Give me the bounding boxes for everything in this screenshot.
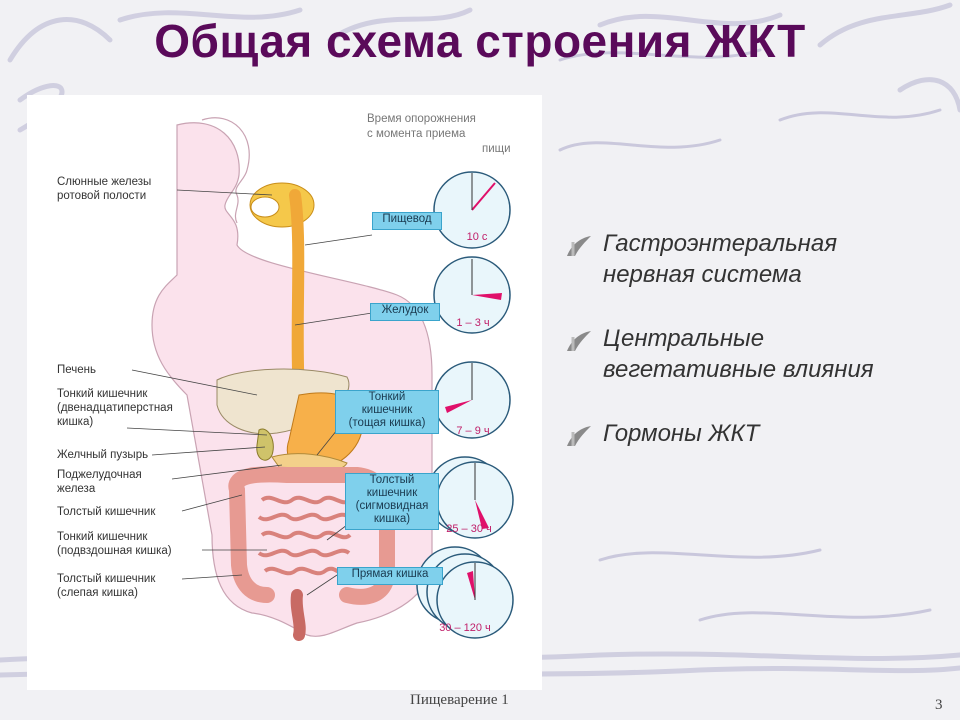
quill-bullet-icon — [567, 331, 591, 351]
label-pancreas-2: железа — [57, 483, 96, 495]
box-rectum: Прямая кишка — [337, 567, 443, 585]
clock-time-stomach: 1 – 3 ч — [456, 317, 490, 329]
label-liver: Печень — [57, 364, 97, 376]
bullet-item: Гастроэнтеральная нервная система — [565, 228, 955, 290]
gi-tract-figure: Время опорожнения с момента приема пищи … — [27, 95, 542, 690]
quill-bullet-icon — [567, 426, 591, 446]
time-header-line-2: с момента приема — [367, 128, 466, 140]
bullet-item: Гормоны ЖКТ — [565, 418, 955, 449]
clock-group — [416, 171, 514, 639]
time-header-line-1: Время опорожнения — [367, 113, 476, 125]
time-header-line-3: пищи — [482, 143, 511, 155]
clock-time-esophagus: 10 с — [466, 231, 488, 243]
box-esophagus: Пищевод — [372, 212, 442, 230]
bullet-item: Центральные вегетативные влияния — [565, 323, 955, 385]
box-jejunum-line-3: (тощая кишка) — [348, 417, 426, 429]
clock-time-sigmoid: 25 – 30 ч — [446, 523, 492, 535]
box-stomach-text: Желудок — [381, 304, 429, 316]
box-sigmoid-line-3: (сигмовидная — [355, 500, 429, 512]
label-duodenum-2: (двенадцатиперстная — [57, 402, 173, 414]
label-duodenum-1: Тонкий кишечник — [57, 388, 148, 400]
bullet-line: вегетативные влияния — [603, 356, 874, 383]
box-esophagus-text: Пищевод — [382, 213, 432, 225]
slide-title: Общая схема строения ЖКТ — [154, 15, 806, 67]
bullet-line: Центральные — [603, 325, 765, 352]
box-rectum-text: Прямая кишка — [351, 568, 429, 580]
box-jejunum: Тонкий кишечник (тощая кишка) — [335, 390, 439, 434]
label-pancreas-1: Поджелудочная — [57, 469, 142, 481]
bullet-line: нервная система — [603, 261, 802, 288]
quill-bullet-icon — [567, 236, 591, 256]
label-large-intestine: Толстый кишечник — [57, 506, 156, 518]
box-sigmoid-line-1: Толстый — [369, 474, 415, 486]
box-jejunum-line-1: Тонкий — [368, 391, 406, 403]
box-sigmoid: Толстый кишечник (сигмовидная кишка) — [345, 473, 439, 530]
bullet-line: Гормоны ЖКТ — [603, 420, 760, 447]
clock-time-jejunum: 7 – 9 ч — [456, 425, 490, 437]
label-ileum-2: (подвздошная кишка) — [57, 545, 172, 557]
box-sigmoid-line-2: кишечник — [366, 487, 418, 499]
slide-footer: Пищеварение 1 — [410, 692, 509, 708]
bullet-line: Гастроэнтеральная — [603, 230, 838, 257]
bullet-list: Гастроэнтеральная нервная система Центра… — [565, 228, 955, 482]
label-salivary-2: ротовой полости — [57, 190, 147, 202]
label-gallbladder: Желчный пузырь — [57, 449, 149, 461]
clock-time-rectum: 30 – 120 ч — [439, 622, 491, 634]
label-ileum-1: Тонкий кишечник — [57, 531, 148, 543]
box-jejunum-line-2: кишечник — [361, 404, 413, 416]
label-cecum-2: (слепая кишка) — [57, 587, 138, 599]
box-stomach: Желудок — [370, 303, 440, 321]
label-salivary-1: Слюнные железы — [57, 176, 152, 188]
label-duodenum-3: кишка) — [57, 416, 94, 428]
label-cecum-1: Толстый кишечник — [57, 573, 156, 585]
page-number: 3 — [935, 697, 943, 713]
box-sigmoid-line-4: кишка) — [373, 513, 411, 525]
